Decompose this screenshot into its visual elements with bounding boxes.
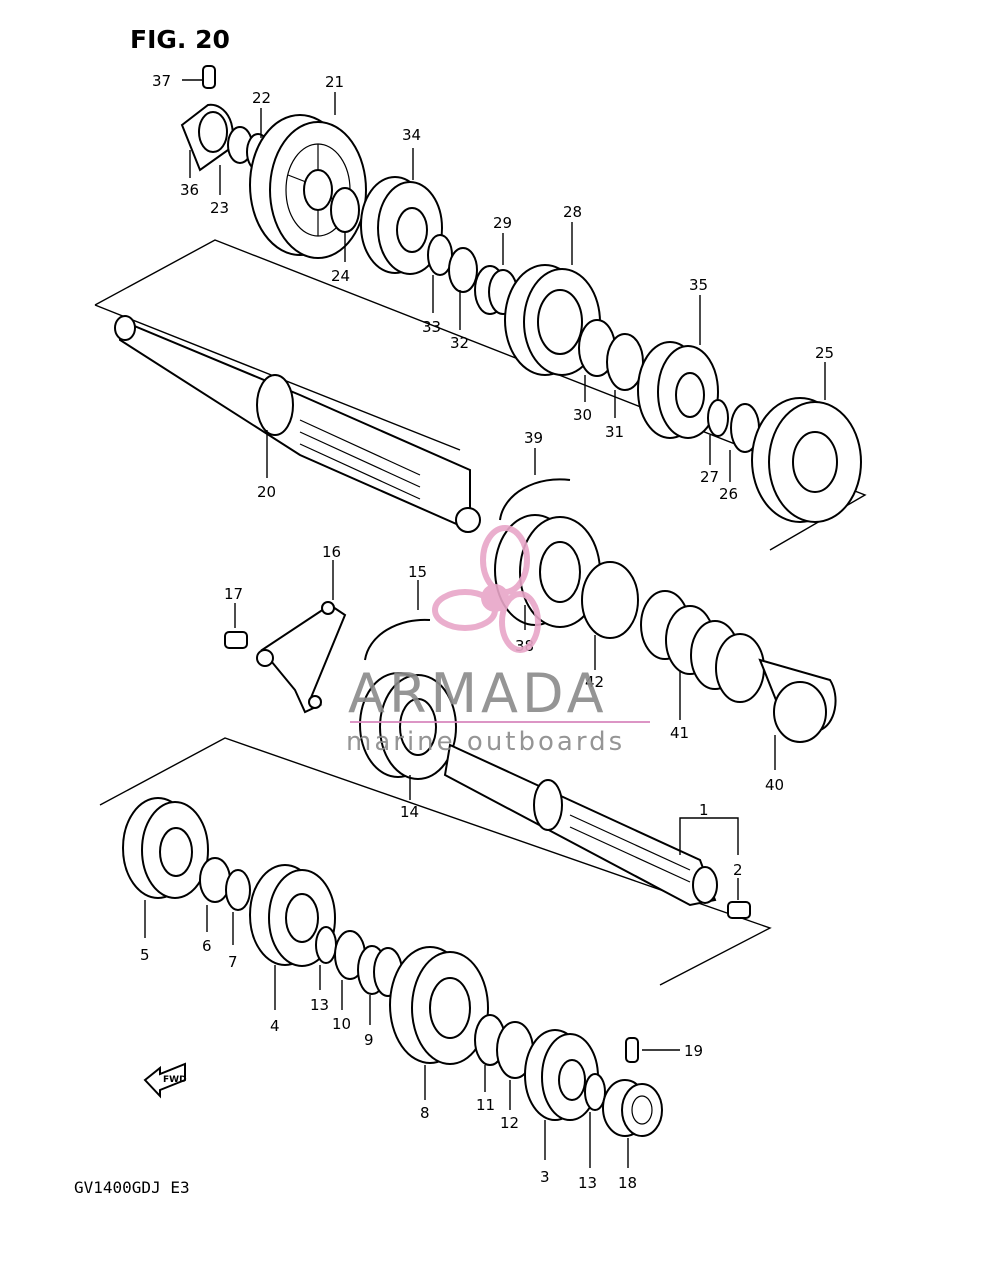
- model-code: GV1400GDJ E3: [74, 1178, 190, 1197]
- callout-16: 16: [322, 543, 341, 561]
- part-34-gear: [360, 176, 443, 275]
- propeller-logo: [432, 525, 541, 653]
- part-7-circlip: [225, 869, 251, 911]
- callout-21: 21: [325, 73, 344, 91]
- part-21-gear: [249, 114, 367, 259]
- callout-31: 31: [605, 423, 624, 441]
- callout-3: 3: [540, 1168, 550, 1186]
- callout-2: 2: [733, 861, 743, 879]
- leader-lines: [144, 79, 826, 1168]
- part-8-gear: [389, 946, 489, 1065]
- callout-42: 42: [585, 673, 604, 691]
- callout-32: 32: [450, 334, 469, 352]
- callout-10: 10: [332, 1015, 351, 1033]
- callout-37: 37: [152, 72, 171, 90]
- part-25-gear: [751, 397, 862, 523]
- part-37-pin: [202, 65, 216, 89]
- callout-17: 17: [224, 585, 243, 603]
- watermark-tagline: marine outboards: [346, 727, 625, 757]
- callout-24: 24: [331, 267, 350, 285]
- part-27-circlip: [707, 399, 729, 437]
- callout-34: 34: [402, 126, 421, 144]
- part-20-countershaft: [114, 315, 481, 533]
- part-18-bearing: [602, 1079, 663, 1137]
- callout-30: 30: [573, 406, 592, 424]
- watermark-brand: ARMADA: [348, 662, 608, 725]
- callout-26: 26: [719, 485, 738, 503]
- callout-20: 20: [257, 483, 276, 501]
- callout-14: 14: [400, 803, 419, 821]
- part-3-gear: [524, 1029, 599, 1121]
- callout-25: 25: [815, 344, 834, 362]
- callout-9: 9: [364, 1031, 374, 1049]
- part-42-spacer: [581, 561, 639, 639]
- callout-36: 36: [180, 181, 199, 199]
- callout-27: 27: [700, 468, 719, 486]
- callout-18: 18: [618, 1174, 637, 1192]
- part-29-bushing: [474, 265, 518, 315]
- callout-11: 11: [476, 1096, 495, 1114]
- part-32-washer: [448, 247, 478, 293]
- lower-assembly: [99, 737, 772, 1137]
- callout-12: 12: [500, 1114, 519, 1132]
- callout-33: 33: [422, 318, 441, 336]
- part-14-bearing: [359, 672, 457, 780]
- part-24-circlip: [330, 187, 360, 233]
- callout-7: 7: [228, 953, 238, 971]
- part-17-screw: [224, 631, 248, 649]
- part-35-gear: [637, 341, 719, 439]
- fwd-label: FWD: [163, 1075, 187, 1085]
- part-15-circlip: [364, 618, 431, 661]
- callout-8: 8: [420, 1104, 430, 1122]
- armada-watermark: ARMADA marine outboards: [346, 525, 650, 757]
- part-13-circlip-lower: [584, 1073, 606, 1111]
- callout-13-upper: 13: [310, 996, 329, 1014]
- callout-40: 40: [765, 776, 784, 794]
- part-1-driveshaft: [443, 743, 718, 907]
- callout-22: 22: [252, 89, 271, 107]
- callout-39: 39: [524, 429, 543, 447]
- callout-4: 4: [270, 1017, 280, 1035]
- callout-6: 6: [202, 937, 212, 955]
- callout-29: 29: [493, 214, 512, 232]
- part-5-gear: [122, 797, 209, 899]
- part-16-shift-fork: [256, 601, 347, 714]
- callout-28: 28: [563, 203, 582, 221]
- callout-19: 19: [684, 1042, 703, 1060]
- callout-23: 23: [210, 199, 229, 217]
- fwd-arrow: FWD: [143, 1062, 187, 1099]
- middle-assembly: [224, 478, 837, 780]
- part-19-pin: [625, 1037, 639, 1063]
- lower-boundary: [99, 737, 772, 986]
- part-40-cam: [758, 658, 837, 743]
- upper-assembly: [94, 65, 867, 551]
- callout-35: 35: [689, 276, 708, 294]
- callout-labels: 37 36 23 22 21 24 34 33 32 29 28 30 31 3…: [140, 72, 834, 1192]
- callout-5: 5: [140, 946, 150, 964]
- callout-41: 41: [670, 724, 689, 742]
- callout-13-lower: 13: [578, 1174, 597, 1192]
- callout-15: 15: [408, 563, 427, 581]
- part-4-gear: [249, 864, 336, 967]
- figure-title: FIG. 20: [130, 25, 230, 54]
- callout-1: 1: [699, 801, 709, 819]
- part-2-bearing: [727, 901, 751, 919]
- part-41-spring: [640, 590, 765, 703]
- part-39-circlip: [499, 478, 571, 521]
- part-13-circlip-upper: [315, 926, 337, 964]
